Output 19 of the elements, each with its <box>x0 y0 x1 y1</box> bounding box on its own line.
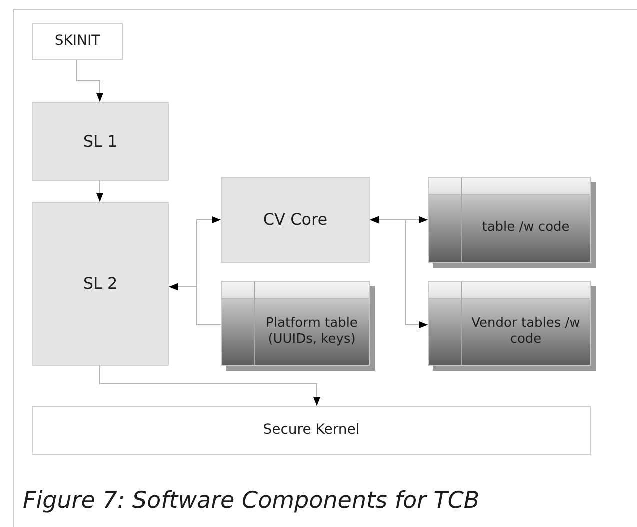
arrow <box>76 60 104 102</box>
node-label: table /w code <box>482 220 570 237</box>
process-box <box>32 23 123 60</box>
arrow <box>100 366 321 406</box>
node-label: Secure Kernel <box>263 422 360 440</box>
node-label: SL 1 <box>83 132 118 152</box>
node-label: Vendor tables /w code <box>470 316 582 348</box>
arrow <box>370 216 428 329</box>
node-label: SKINIT <box>54 32 100 50</box>
process-box <box>32 406 591 455</box>
figure-caption: Figure 7: Software Components for TCB <box>23 488 480 514</box>
arrow <box>196 216 222 326</box>
process-box <box>32 202 169 366</box>
process-box <box>32 102 169 181</box>
node-label: CV Core <box>263 210 328 230</box>
arrow <box>96 180 104 202</box>
node-label: Platform table (UUIDs, keys) <box>265 316 359 348</box>
process-box <box>221 177 370 263</box>
node-label: SL 2 <box>83 274 118 294</box>
